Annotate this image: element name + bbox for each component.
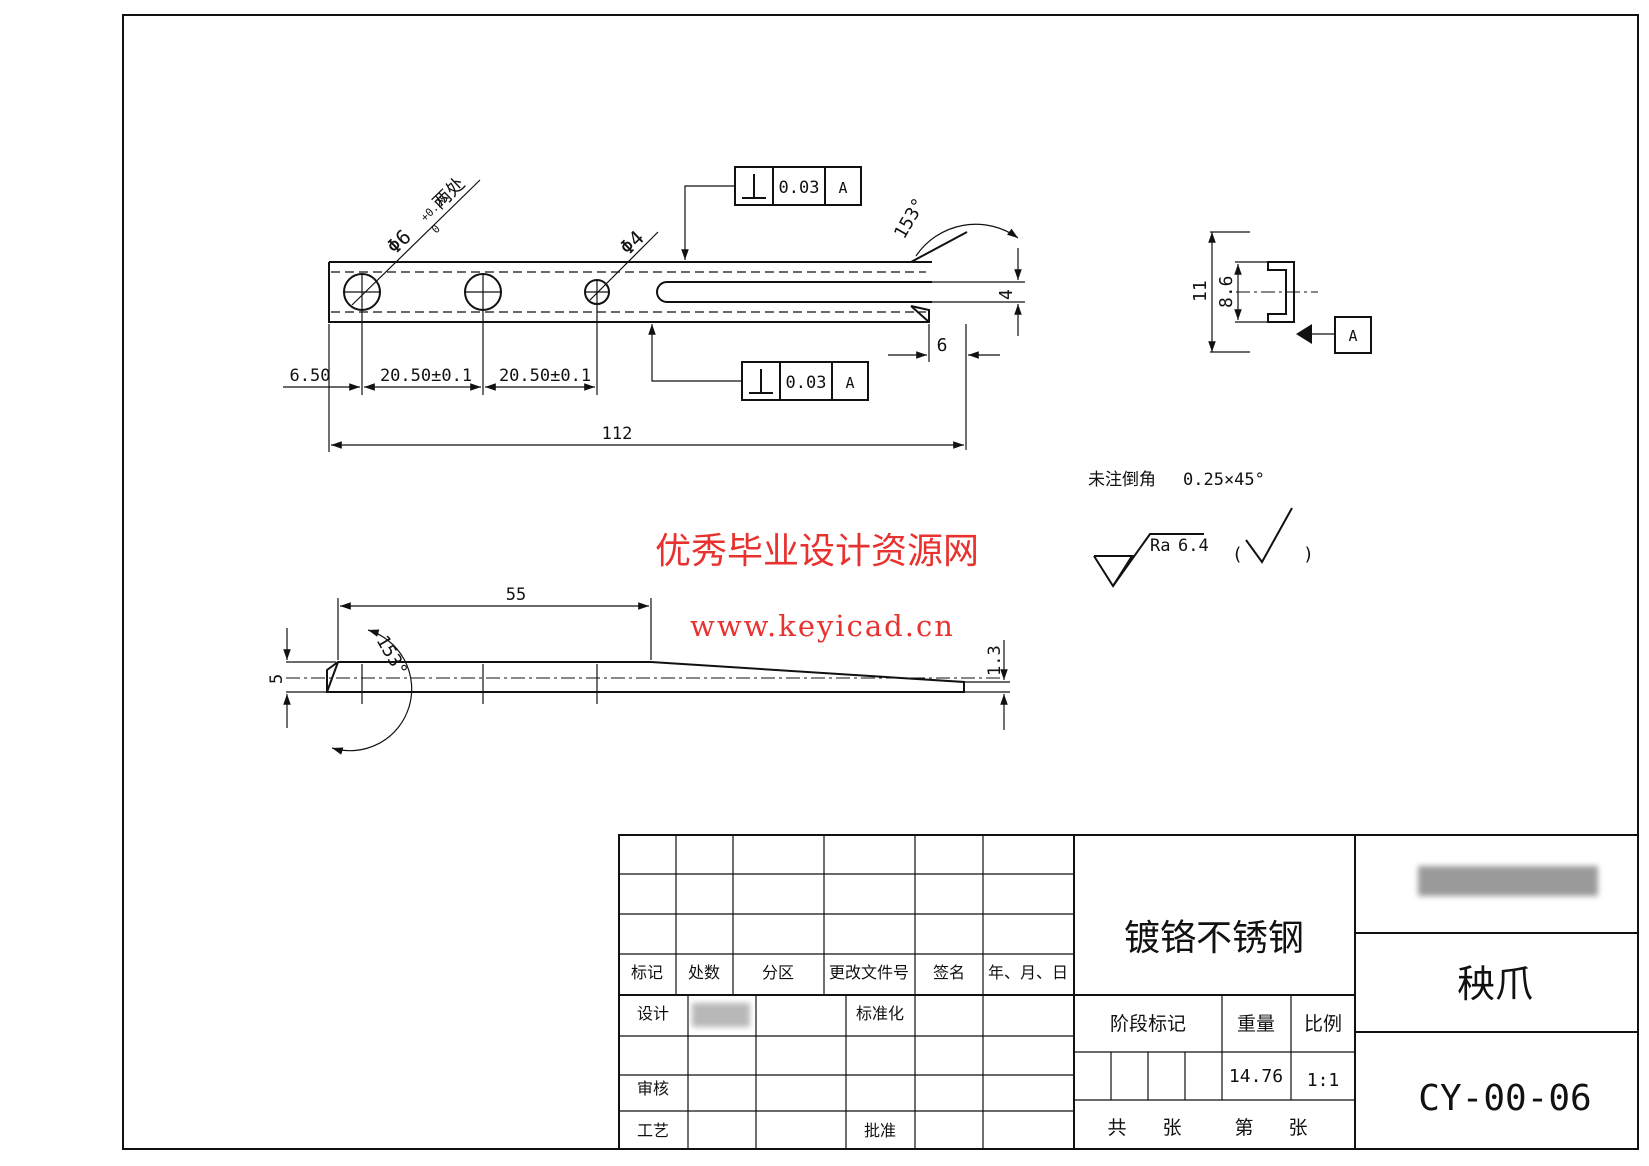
- roughness-symbol: [1093, 555, 1134, 588]
- page-sheets-label: 张: [1288, 1117, 1307, 1139]
- designer-signature-blurred: [692, 1003, 750, 1027]
- header-label-signature: 签名: [933, 963, 965, 982]
- header-label-zone: 分区: [762, 963, 794, 982]
- small-hole-dim: Φ4: [615, 226, 649, 260]
- tip-thickness-dim: 1.3: [985, 645, 1005, 676]
- notes: 未注倒角 0.25×45° Ra 6.4 ( ): [1088, 470, 1314, 588]
- perp-tol-frame-bottom: 0.03 A: [648, 324, 869, 401]
- weight-label: 重量: [1237, 1013, 1275, 1035]
- roughness-value: 6.4: [1178, 536, 1209, 556]
- slot: [656, 281, 932, 303]
- standardize-label: 标准化: [856, 1004, 904, 1023]
- check-symbol: [1245, 507, 1293, 564]
- approve-label: 批准: [864, 1121, 896, 1140]
- design-label: 设计: [637, 1004, 669, 1023]
- header-label-date: 年、月、日: [988, 963, 1068, 982]
- datum-box: [1334, 316, 1372, 354]
- datum-triangle: [1296, 324, 1312, 344]
- paren-open: (: [1232, 544, 1243, 565]
- watermark-title: 优秀毕业设计资源网: [655, 531, 979, 572]
- drawing-number: CY-00-06: [1418, 1078, 1591, 1119]
- scale-value: 1:1: [1307, 1070, 1340, 1091]
- perp-tol-frame-top: 0.03 A: [681, 166, 862, 260]
- title-block: 标记 处数 分区 更改文件号 签名 年、月、日 设计 标准化 审核 工艺 批准 …: [618, 834, 1639, 1150]
- total-label: 共: [1107, 1117, 1126, 1139]
- chamfer-value: 0.25×45°: [1183, 470, 1265, 490]
- header-label-mark: 标记: [631, 963, 663, 982]
- paren-close: ): [1303, 544, 1314, 565]
- chamfer-label: 未注倒角: [1088, 470, 1156, 490]
- front-outline: [326, 661, 965, 693]
- weight-value: 14.76: [1229, 1066, 1283, 1087]
- thickness-dim: 5: [267, 674, 287, 684]
- top-view: Φ6 +0.25 0 两处 Φ4 153° 0.03 A 0.03 A: [283, 166, 1025, 452]
- overall-length-dim: 112: [602, 424, 633, 444]
- roughness-label: Ra: [1150, 536, 1170, 556]
- watermark-url: www.keyicad.cn: [690, 609, 955, 643]
- height-outer-dim: 11: [1190, 280, 1211, 302]
- length-55-dim: 55: [506, 585, 526, 605]
- hole-tol-lower: 0: [429, 222, 443, 236]
- review-label: 审核: [637, 1079, 669, 1098]
- hole-dim-diameter: Φ6: [382, 225, 416, 259]
- tip-offset-dim: 6: [937, 335, 948, 356]
- part-name: 秧爪: [1457, 962, 1533, 1006]
- sheets-label: 张: [1162, 1117, 1181, 1139]
- height-inner-dim: 8.6: [1216, 275, 1237, 308]
- stage-mark-label: 阶段标记: [1110, 1013, 1186, 1035]
- perp-tol-top-value: 0.03: [779, 178, 820, 198]
- front-angle: 153°: [372, 632, 412, 680]
- perp-tol-top-datum: A: [838, 179, 847, 197]
- datum-label: A: [1348, 327, 1357, 345]
- part-outline: [328, 231, 968, 323]
- angle-top: 153°: [890, 194, 930, 242]
- front-view: 55 153° 5 1.3: [267, 585, 1010, 755]
- institution-name-blurred: [1418, 866, 1598, 896]
- side-view: 11 8.6 A: [1190, 231, 1372, 354]
- header-label-change-doc: 更改文件号: [829, 963, 909, 982]
- header-label-count: 处数: [688, 963, 720, 982]
- dim-pitch-2: 20.50±0.1: [499, 366, 591, 386]
- perp-tol-bottom-value: 0.03: [786, 373, 827, 393]
- process-label: 工艺: [637, 1121, 669, 1140]
- page-label: 第: [1234, 1117, 1253, 1139]
- slot-width-dim: 4: [996, 289, 1017, 300]
- material-text: 镀铬不锈钢: [1124, 918, 1304, 959]
- perp-tol-bottom-datum: A: [845, 374, 854, 392]
- dim-first-hole: 6.50: [290, 366, 331, 386]
- scale-label: 比例: [1304, 1013, 1342, 1035]
- dim-pitch-1: 20.50±0.1: [380, 366, 472, 386]
